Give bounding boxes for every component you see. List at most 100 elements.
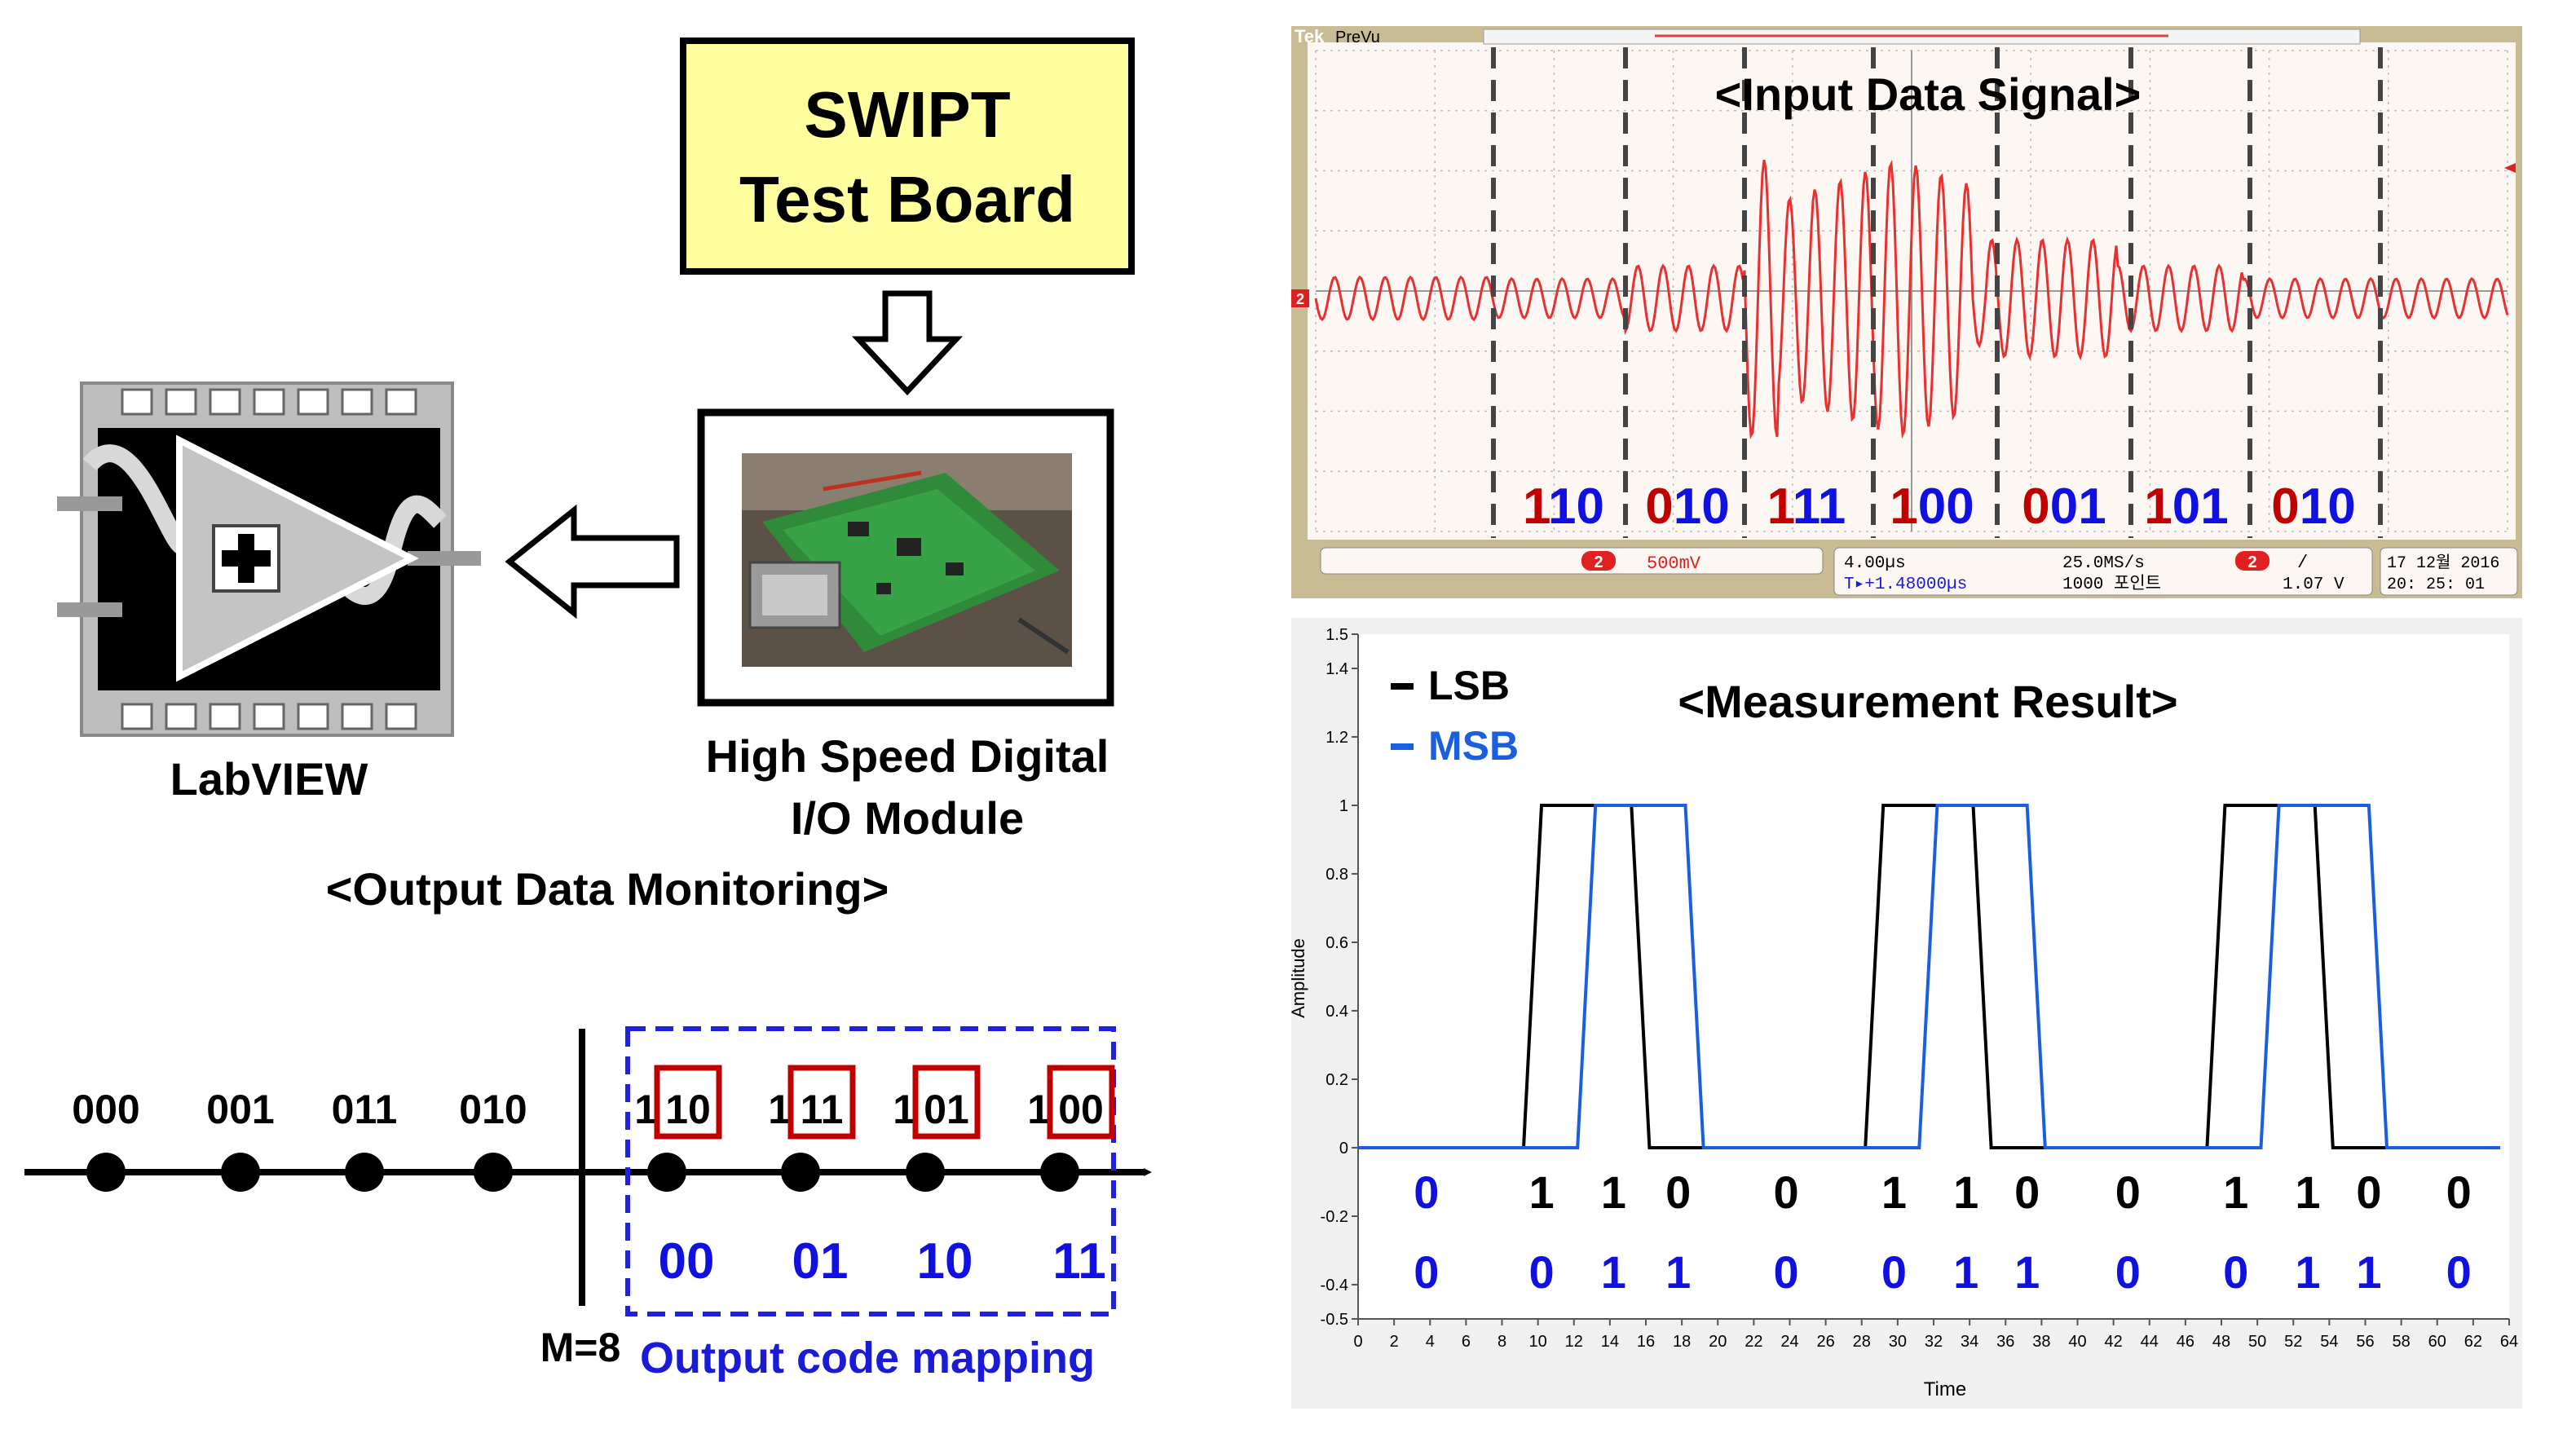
x-tick-label: 46 <box>2177 1333 2194 1351</box>
y-tick-label: 0.2 <box>1325 1071 1348 1089</box>
io-module-photo <box>742 453 1072 667</box>
bit-top-label: 1 <box>1528 1166 1554 1218</box>
y-tick-label: -0.2 <box>1321 1208 1348 1226</box>
x-tick-label: 4 <box>1426 1333 1435 1351</box>
io-module-box: High Speed Digital I/O Module <box>697 408 1114 844</box>
x-tick-label: 38 <box>2032 1333 2050 1351</box>
symbol-rest-bits: 10 <box>1548 478 1604 535</box>
x-tick-label: 32 <box>1925 1333 1943 1351</box>
code-highlight-box <box>787 1065 856 1140</box>
code-label-2: 011 <box>332 1087 398 1132</box>
bit-top-label: 1 <box>2295 1166 2320 1218</box>
symbol-first-bit: 1 <box>1523 478 1550 535</box>
bit-bottom-label: 0 <box>1528 1246 1554 1298</box>
x-tick-label: 28 <box>1853 1333 1871 1351</box>
y-tick-label: 1.2 <box>1325 729 1348 747</box>
code-prefix: 1 <box>1027 1087 1050 1132</box>
bit-bottom-label: 0 <box>1881 1246 1907 1298</box>
labview-label: LabVIEW <box>170 753 368 805</box>
y-tick-label: 0 <box>1339 1140 1348 1158</box>
bit-bottom-label: 0 <box>2223 1246 2248 1298</box>
x-tick-label: 42 <box>2105 1333 2123 1351</box>
symbol-first-bit: 0 <box>2271 478 2299 535</box>
scope-symbol-1: 010 <box>1645 478 1729 535</box>
down-arrow-icon <box>851 290 964 396</box>
y-tick-label: 0.8 <box>1325 866 1348 884</box>
symbol-first-bit: 1 <box>2144 478 2172 535</box>
code-prefix: 1 <box>634 1087 657 1132</box>
mapping-label: Output code mapping <box>640 1334 1095 1382</box>
scope-brand: Tek <box>1295 26 1325 46</box>
y-tick-label: 1.5 <box>1325 626 1348 644</box>
scope-symbol-0: 110 <box>1523 478 1604 535</box>
x-tick-label: 40 <box>2068 1333 2086 1351</box>
chart-title: <Measurement Result> <box>1678 676 2177 727</box>
x-tick-label: 2 <box>1390 1333 1399 1351</box>
timeline-point-5 <box>781 1153 820 1192</box>
symbol-first-bit: 0 <box>2022 478 2049 535</box>
scope-status-bar: 2 500mV 4.00µs T▸+1.48000µs 25.0MS/s 100… <box>1320 547 2518 596</box>
code-highlight-box <box>1047 1065 1115 1140</box>
y-tick-label: 1.4 <box>1325 660 1348 678</box>
x-tick-label: 16 <box>1637 1333 1655 1351</box>
code-label-0: 000 <box>72 1087 139 1132</box>
x-tick-label: 54 <box>2320 1333 2338 1351</box>
scope-symbol-3: 100 <box>1890 478 1974 535</box>
scope-title: <Input Data Signal> <box>1715 68 2142 120</box>
symbol-rest-bits: 10 <box>1674 478 1730 535</box>
timeline-point-6 <box>906 1153 945 1192</box>
code-label-3: 010 <box>459 1087 527 1132</box>
y-tick-label: 1 <box>1339 797 1348 815</box>
x-tick-label: 0 <box>1353 1333 1362 1351</box>
chart-plot-area <box>1358 634 2509 1319</box>
swipt-label-line1: SWIPT <box>804 78 1010 151</box>
bit-top-label: 0 <box>2356 1166 2381 1218</box>
code-boxed: 00 <box>1058 1087 1104 1132</box>
status-trig-level: 1.07 V <box>2283 575 2344 594</box>
bit-top-label: 0 <box>1414 1166 1439 1218</box>
series-msb-line <box>1358 804 2500 1149</box>
scope-symbol-6: 010 <box>2271 478 2355 535</box>
code-highlight-box <box>654 1065 722 1140</box>
channel-marker-badge <box>1291 289 1309 307</box>
bit-bottom-label: 1 <box>1601 1246 1626 1298</box>
bit-top-label: 1 <box>2223 1166 2248 1218</box>
chart-ylabel: Amplitude <box>1288 938 1308 1018</box>
timeline-point-2 <box>345 1153 384 1192</box>
status-trig-slope: / <box>2297 553 2308 573</box>
x-tick-label: 8 <box>1498 1333 1506 1351</box>
bit-top-label: 1 <box>1601 1166 1626 1218</box>
channel-marker: 2 <box>1296 291 1304 307</box>
scope-mode: PreVu <box>1335 29 1380 46</box>
chart-series <box>1358 804 2500 1149</box>
timeline-point-1 <box>221 1153 260 1192</box>
x-tick-label: 36 <box>1996 1333 2014 1351</box>
bit-bottom-label: 0 <box>2446 1246 2472 1298</box>
x-tick-label: 44 <box>2141 1333 2159 1351</box>
x-tick-label: 56 <box>2356 1333 2374 1351</box>
x-tick-label: 18 <box>1673 1333 1691 1351</box>
x-tick-label: 60 <box>2428 1333 2446 1351</box>
y-tick-label: -0.4 <box>1321 1277 1348 1294</box>
bit-bottom-label: 1 <box>2014 1246 2040 1298</box>
symbol-rest-bits: 11 <box>1793 478 1846 535</box>
x-tick-label: 34 <box>1961 1333 1978 1351</box>
timeline-point-7 <box>1040 1153 1079 1192</box>
status-time: 20: 25: 01 <box>2387 575 2485 594</box>
code-highlight-box <box>912 1065 981 1140</box>
symbol-first-bit: 1 <box>1890 478 1917 535</box>
x-tick-label: 64 <box>2500 1333 2518 1351</box>
scope-symbol-2: 111 <box>1767 478 1846 535</box>
x-tick-label: 30 <box>1889 1333 1907 1351</box>
code-label-1: 001 <box>206 1087 274 1132</box>
bit-bottom-label: 0 <box>1774 1246 1799 1298</box>
bit-top-label: 0 <box>1665 1166 1691 1218</box>
mapped-code-4: 00 <box>659 1233 715 1290</box>
swipt-test-board-box: SWIPT Test Board <box>680 37 1135 275</box>
x-tick-label: 14 <box>1601 1333 1619 1351</box>
m-label: M=8 <box>540 1325 621 1370</box>
status-sample-rate: 25.0MS/s <box>2062 554 2145 573</box>
